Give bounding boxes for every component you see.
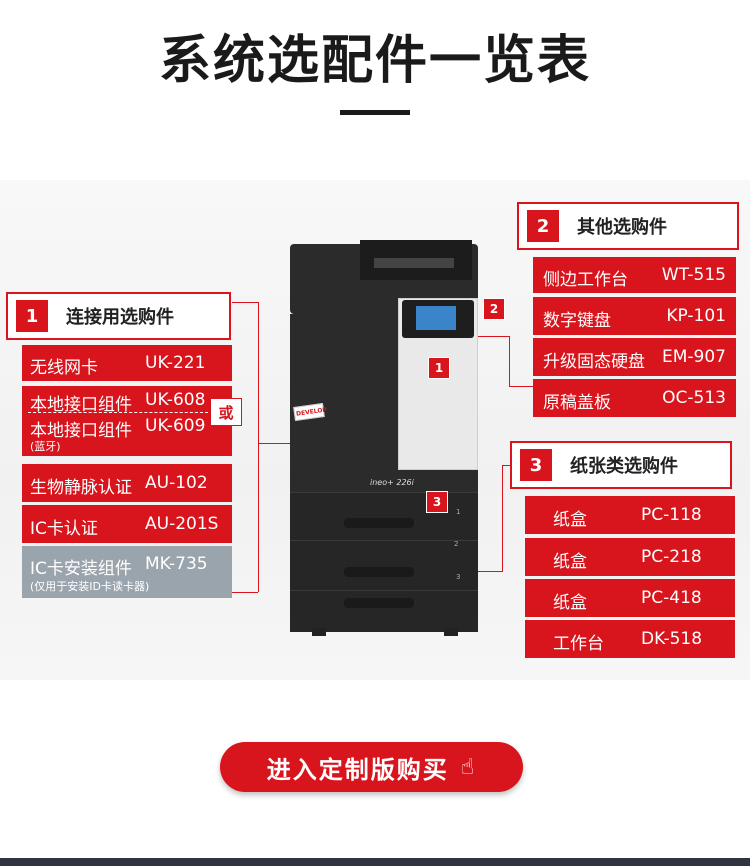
list-item[interactable]: 纸盒 PC-218 <box>525 538 735 576</box>
connector-line <box>509 336 510 386</box>
connector-line <box>502 465 510 466</box>
list-item[interactable]: 无线网卡 UK-221 <box>22 345 232 381</box>
option-name: 工作台 <box>553 634 604 654</box>
option-name: 无线网卡 <box>30 358 98 378</box>
group-header-connection: 1 连接用选购件 <box>6 292 231 340</box>
option-code: MK-735 <box>145 554 208 574</box>
callout-1: 1 <box>428 357 450 379</box>
option-name: 侧边工作台 <box>543 270 628 290</box>
option-name: IC卡安装组件 <box>30 559 132 579</box>
option-note: (仅用于安装ID卡读卡器) <box>30 580 150 593</box>
connector-line <box>232 592 258 593</box>
option-code: PC-418 <box>641 588 702 608</box>
pointer-hand-icon: ☝ <box>460 754 477 780</box>
connector-line <box>509 386 533 387</box>
option-code: UK-221 <box>145 353 206 373</box>
list-item[interactable]: 纸盒 PC-118 <box>525 496 735 534</box>
connector-line <box>502 465 503 572</box>
callout-2: 2 <box>483 298 505 320</box>
connector-line <box>232 302 258 303</box>
option-code: UK-608 <box>145 390 206 410</box>
tray-number: 3 <box>456 573 461 581</box>
option-code: UK-609 <box>145 416 206 436</box>
option-code: DK-518 <box>641 629 703 649</box>
list-item[interactable]: 原稿盖板 OC-513 <box>533 379 736 417</box>
printer-foot <box>312 628 326 636</box>
paper-tray-2 <box>290 540 478 590</box>
list-item[interactable]: 工作台 DK-518 <box>525 620 735 658</box>
custom-purchase-button[interactable]: 进入定制版购买 ☝ <box>220 742 523 792</box>
option-code: AU-102 <box>145 473 208 493</box>
title-underline <box>340 110 410 115</box>
list-item[interactable]: 本地接口组件 UK-608 本地接口组件 UK-609 (蓝牙) <box>22 386 232 456</box>
bottom-bar <box>0 858 750 866</box>
option-name: 纸盒 <box>553 510 587 530</box>
option-name: IC卡认证 <box>30 519 98 539</box>
option-name: 纸盒 <box>553 593 587 613</box>
paper-tray-3 <box>290 590 478 632</box>
printer-illustration: DEVELOP ineo+ 226i 1 2 3 <box>284 240 484 640</box>
option-name: 本地接口组件 <box>30 421 132 441</box>
or-badge: 或 <box>210 398 242 426</box>
group-header-other: 2 其他选购件 <box>517 202 739 250</box>
list-item[interactable]: 升级固态硬盘 EM-907 <box>533 338 736 376</box>
tray-number: 2 <box>454 540 459 548</box>
group-title: 其他选购件 <box>577 217 667 238</box>
option-name: 升级固态硬盘 <box>543 352 645 372</box>
callout-3: 3 <box>426 491 448 513</box>
tray-handle <box>344 518 414 528</box>
list-item[interactable]: 数字键盘 KP-101 <box>533 297 736 335</box>
group-number: 3 <box>520 449 552 481</box>
touch-screen <box>416 306 456 330</box>
option-name: 本地接口组件 <box>30 395 132 415</box>
option-code: KP-101 <box>666 306 726 326</box>
tray-handle <box>344 598 414 608</box>
list-item[interactable]: 纸盒 PC-418 <box>525 579 735 617</box>
option-code: PC-118 <box>641 505 702 525</box>
list-item[interactable]: IC卡认证 AU-201S <box>22 505 232 543</box>
connector-line <box>258 302 259 592</box>
cta-label: 进入定制版购买 <box>266 755 449 784</box>
option-code: WT-515 <box>661 265 726 285</box>
group-number: 2 <box>527 210 559 242</box>
option-name: 纸盒 <box>553 552 587 572</box>
group-header-paper: 3 纸张类选购件 <box>510 441 732 489</box>
option-name: 生物静脉认证 <box>30 478 132 498</box>
group-title: 连接用选购件 <box>66 307 174 328</box>
option-code: OC-513 <box>662 388 726 408</box>
tray-handle <box>344 567 414 577</box>
group-title: 纸张类选购件 <box>570 456 678 477</box>
model-label: ineo+ 226i <box>370 478 414 487</box>
group-number: 1 <box>16 300 48 332</box>
output-tray <box>374 258 454 268</box>
option-name: 数字键盘 <box>543 311 611 331</box>
tray-number: 1 <box>456 508 461 516</box>
list-item[interactable]: 侧边工作台 WT-515 <box>533 257 736 293</box>
connector-line <box>478 336 510 337</box>
option-note: (蓝牙) <box>30 440 61 453</box>
brand-label: DEVELOP <box>295 406 328 418</box>
list-item[interactable]: IC卡安装组件 MK-735 (仅用于安装ID卡读卡器) <box>22 546 232 598</box>
dashed-divider <box>28 412 208 413</box>
paper-tray-1 <box>290 492 478 540</box>
option-code: PC-218 <box>641 547 702 567</box>
option-code: EM-907 <box>662 347 726 367</box>
printer-foot <box>444 628 458 636</box>
option-code: AU-201S <box>145 514 219 534</box>
option-name: 原稿盖板 <box>543 393 611 413</box>
page-title: 系统选配件一览表 <box>158 31 591 91</box>
list-item[interactable]: 生物静脉认证 AU-102 <box>22 464 232 502</box>
